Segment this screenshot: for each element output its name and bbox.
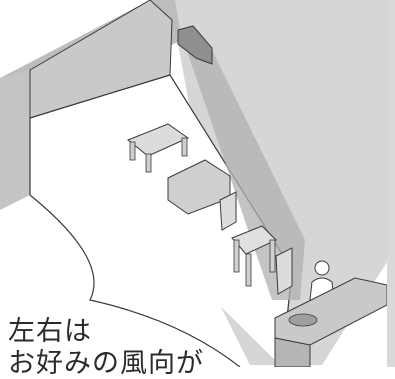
kitchen-sink <box>288 313 318 327</box>
chair <box>275 247 293 295</box>
back-wall-face <box>29 0 173 119</box>
room-airflow-illustration <box>0 0 388 367</box>
low-table-leg <box>129 141 136 161</box>
dining-table-leg <box>269 239 276 273</box>
low-table <box>127 123 190 157</box>
dining-table-leg <box>245 253 252 287</box>
scrollbar[interactable] <box>387 0 395 367</box>
left-wall-front <box>0 70 30 210</box>
kitchen-counter-front <box>274 337 311 367</box>
dining-table-leg <box>233 239 240 273</box>
person-head <box>314 260 330 276</box>
caption-line-1: 左右は <box>8 316 92 347</box>
air-conditioner <box>177 25 213 65</box>
low-table-leg <box>181 137 188 157</box>
chair <box>219 191 237 231</box>
airflow-beam <box>185 45 305 300</box>
dining-table <box>231 225 277 255</box>
low-table-leg <box>145 153 152 173</box>
caption-line-2: お好みの風向が <box>8 348 204 379</box>
